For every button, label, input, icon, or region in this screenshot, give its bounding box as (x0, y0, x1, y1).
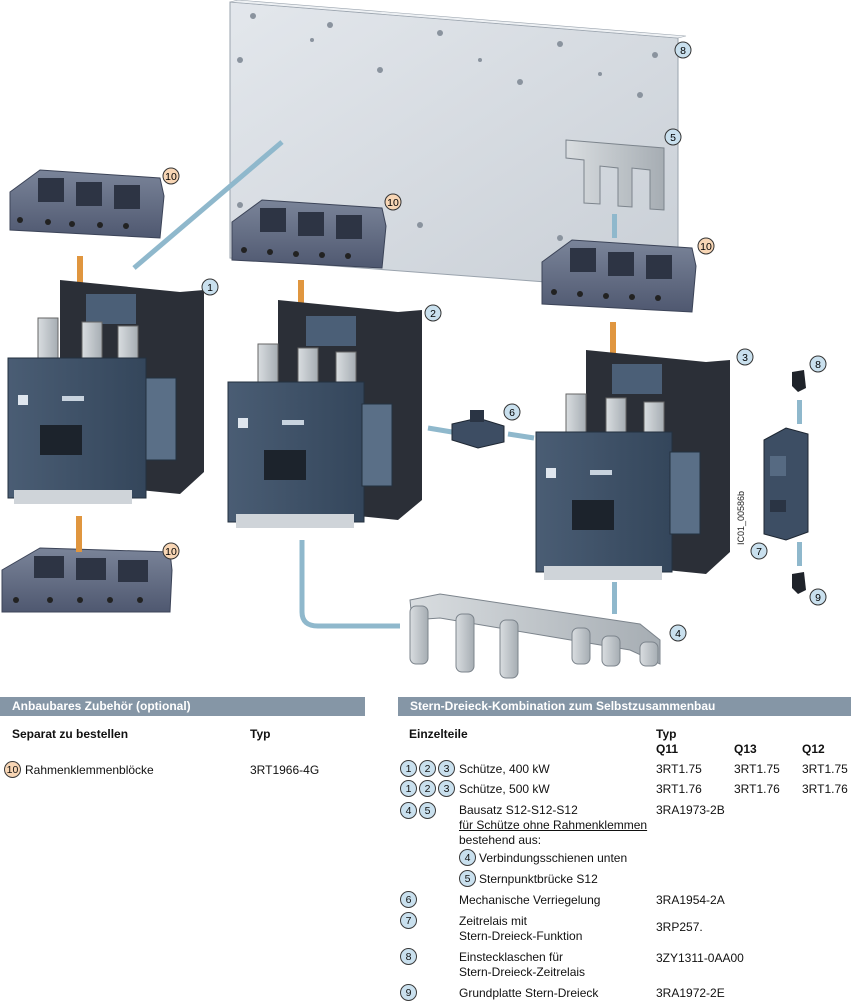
type-q13: 3RT1.75 (734, 762, 780, 776)
type-heading: Typ (250, 727, 271, 741)
type-q11: 3RA1972-2E (656, 986, 725, 1000)
callout-6: 6 (503, 403, 521, 421)
plug-in-tab (792, 370, 806, 392)
svg-text:1: 1 (207, 282, 213, 294)
svg-text:10: 10 (387, 197, 399, 209)
callout-9: 8 (674, 41, 692, 59)
callout-4: 4 (669, 624, 687, 642)
item-number-badge: 4 (459, 849, 476, 866)
svg-text:8: 8 (680, 45, 686, 57)
callout-5: 5 (664, 128, 682, 146)
type-q13: 3RT1.76 (734, 782, 780, 796)
item-number-badge: 8 (400, 948, 417, 965)
type-q11: 3RA1954-2A (656, 893, 725, 907)
contactor-2 (227, 300, 422, 528)
svg-text:10: 10 (165, 546, 177, 558)
frame-terminal-block (9, 169, 165, 239)
plug-in-tab (792, 572, 806, 594)
callout-1: 1 (201, 278, 219, 296)
q11-heading: Q11 (656, 742, 679, 756)
type-q12: 3RT1.75 (802, 762, 848, 776)
type-q11: 3RT1.75 (656, 762, 702, 776)
type-q11: 3RT1.76 (656, 782, 702, 796)
star-point-bridge (565, 139, 665, 238)
callout-8: 8 (809, 355, 827, 373)
part-note: für Schütze ohne Rahmenklemmen (459, 818, 648, 832)
item-number-badge: 7 (400, 912, 417, 929)
part-label: Schütze, 400 kW (459, 762, 550, 776)
type-q12: 3RT1.76 (802, 782, 848, 796)
assembly-illustration: IC01_00586b 8 5 10 10 10 10 1 2 3 6 7 8 … (1, 0, 827, 679)
callout-10: 10 (162, 542, 180, 560)
item-number-badge: 6 (400, 891, 417, 908)
q13-heading: Q13 (734, 742, 757, 756)
type-q11: 3RP257. (656, 920, 703, 934)
callout-7: 7 (750, 542, 768, 560)
frame-terminal-block (1, 547, 173, 613)
part-label: Stern-Dreieck-Funktion (459, 929, 583, 943)
order-separately-heading: Separat zu bestellen (12, 727, 129, 741)
svg-text:6: 6 (509, 407, 515, 419)
item-number-badge: 2 (419, 760, 436, 777)
accessory-label: Rahmenklemmenblöcke (25, 763, 154, 777)
type-heading: Typ (656, 727, 677, 741)
part-label: Schütze, 500 kW (459, 782, 550, 796)
type-q11: 3ZY1311-0AA00 (656, 951, 744, 965)
parts-heading: Einzelteile (409, 727, 468, 741)
svg-text:7: 7 (756, 546, 762, 558)
side-code: IC01_00586b (736, 491, 746, 545)
part-note: bestehend aus: (459, 833, 542, 847)
item-number-badge: 1 (400, 780, 417, 797)
item-number-badge: 9 (400, 984, 417, 1001)
contactor-3 (535, 350, 730, 580)
svg-text:3: 3 (742, 352, 748, 364)
callout-8: 9 (809, 588, 827, 606)
frame-terminal-block (541, 239, 697, 313)
callout-2: 2 (424, 304, 442, 322)
item-number-badge: 5 (459, 870, 476, 887)
accessory-type: 3RT1966-4G (250, 763, 320, 777)
connection-rails (409, 593, 661, 679)
svg-text:2: 2 (430, 308, 436, 320)
item-number-badge: 3 (438, 780, 455, 797)
frame-terminal-block (231, 199, 387, 269)
time-relay (763, 427, 809, 541)
svg-text:9: 9 (815, 592, 821, 604)
sub-part-label: Verbindungsschienen unten (479, 851, 628, 865)
star-delta-header: Stern-Dreieck-Kombination zum Selbstzusa… (398, 697, 851, 716)
svg-text:10: 10 (165, 171, 177, 183)
item-number-badge: 3 (438, 760, 455, 777)
part-label: Grundplatte Stern-Dreieck (459, 986, 599, 1000)
part-label: Mechanische Verriegelung (459, 893, 601, 907)
item-number-badge: 4 (400, 802, 417, 819)
q12-heading: Q12 (802, 742, 825, 756)
contactor-1 (7, 280, 204, 504)
part-label: Zeitrelais mit (459, 914, 528, 928)
part-label: Stern-Dreieck-Zeitrelais (459, 965, 586, 979)
part-label: Bausatz S12-S12-S12 (459, 803, 578, 817)
callout-3: 3 (736, 348, 754, 366)
sub-part-label: Sternpunktbrücke S12 (479, 872, 598, 886)
svg-text:4: 4 (675, 628, 681, 640)
svg-text:5: 5 (670, 132, 676, 144)
item-number-badge: 10 (4, 761, 21, 778)
callout-10: 10 (162, 167, 180, 185)
type-q11: 3RA1973-2B (656, 803, 725, 817)
svg-text:10: 10 (700, 241, 712, 253)
part-label: Einstecklaschen für (459, 950, 564, 964)
mechanical-interlock (451, 410, 505, 449)
svg-text:8: 8 (815, 359, 821, 371)
item-number-badge: 5 (419, 802, 436, 819)
callout-10: 10 (697, 237, 715, 255)
callout-10: 10 (384, 193, 402, 211)
optional-accessories-header: Anbaubares Zubehör (optional) (0, 697, 365, 716)
item-number-badge: 2 (419, 780, 436, 797)
item-number-badge: 1 (400, 760, 417, 777)
